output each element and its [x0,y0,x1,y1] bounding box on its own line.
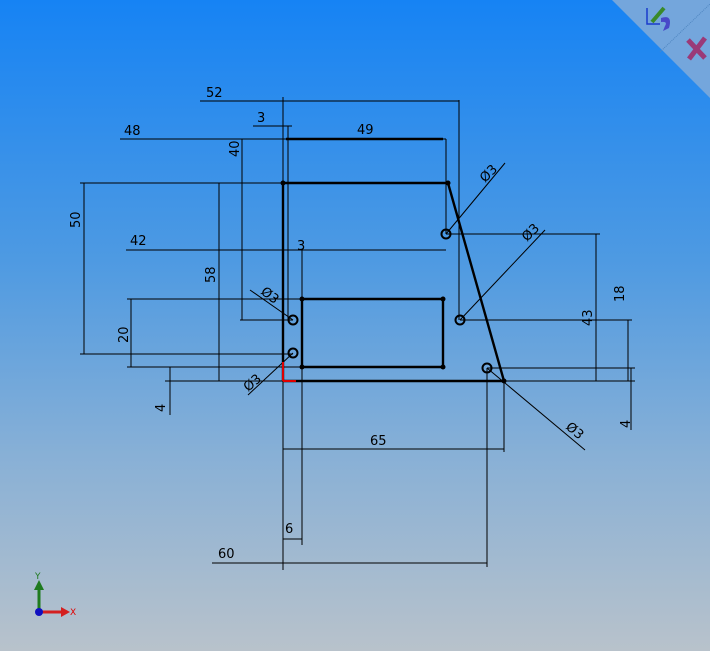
sketch-origin-icon [282,362,296,382]
dim-3-inner[interactable]: 3 [297,239,305,254]
hole [481,362,493,374]
dim-60[interactable]: 60 [218,547,235,562]
x-axis-label: X [70,608,76,618]
y-axis-label: Y [34,572,41,582]
dim-4-right[interactable]: 4 [619,420,634,428]
dim-43[interactable]: 43 [581,309,596,326]
cancel-icon[interactable] [686,36,707,61]
hole [287,347,299,359]
dim-18[interactable]: 18 [613,285,628,302]
dim-40[interactable]: 40 [228,140,243,157]
dim-diameter-1[interactable]: Ø3 [477,162,501,186]
sketch-profile[interactable] [281,137,506,383]
dim-4-left[interactable]: 4 [154,404,169,412]
dim-58[interactable]: 58 [204,266,219,283]
dim-diameter-2[interactable]: Ø3 [519,221,543,245]
confirmation-corner [612,0,710,98]
dim-diameter-5[interactable]: Ø3 [241,372,265,395]
sketch-holes[interactable] [287,228,493,374]
dim-diameter-4[interactable]: Ø3 [258,284,282,307]
hole [454,314,466,326]
z-axis-dot [35,608,43,616]
dim-20[interactable]: 20 [117,326,132,343]
dim-48[interactable]: 48 [124,124,141,139]
sketch-points [280,180,507,384]
dim-52[interactable]: 52 [206,86,223,101]
exit-sketch-icon[interactable] [646,6,670,31]
dim-42[interactable]: 42 [130,234,147,249]
dimension-lines [80,97,635,570]
dim-6[interactable]: 6 [285,522,293,537]
hole [440,228,452,240]
dim-49[interactable]: 49 [357,123,374,138]
dim-65[interactable]: 65 [370,434,387,449]
reference-triad: Y X [34,572,76,618]
dim-diameter-3[interactable]: Ø3 [562,420,586,443]
hole [287,314,299,326]
dim-50[interactable]: 50 [69,211,84,228]
dim-3-top[interactable]: 3 [257,111,265,126]
